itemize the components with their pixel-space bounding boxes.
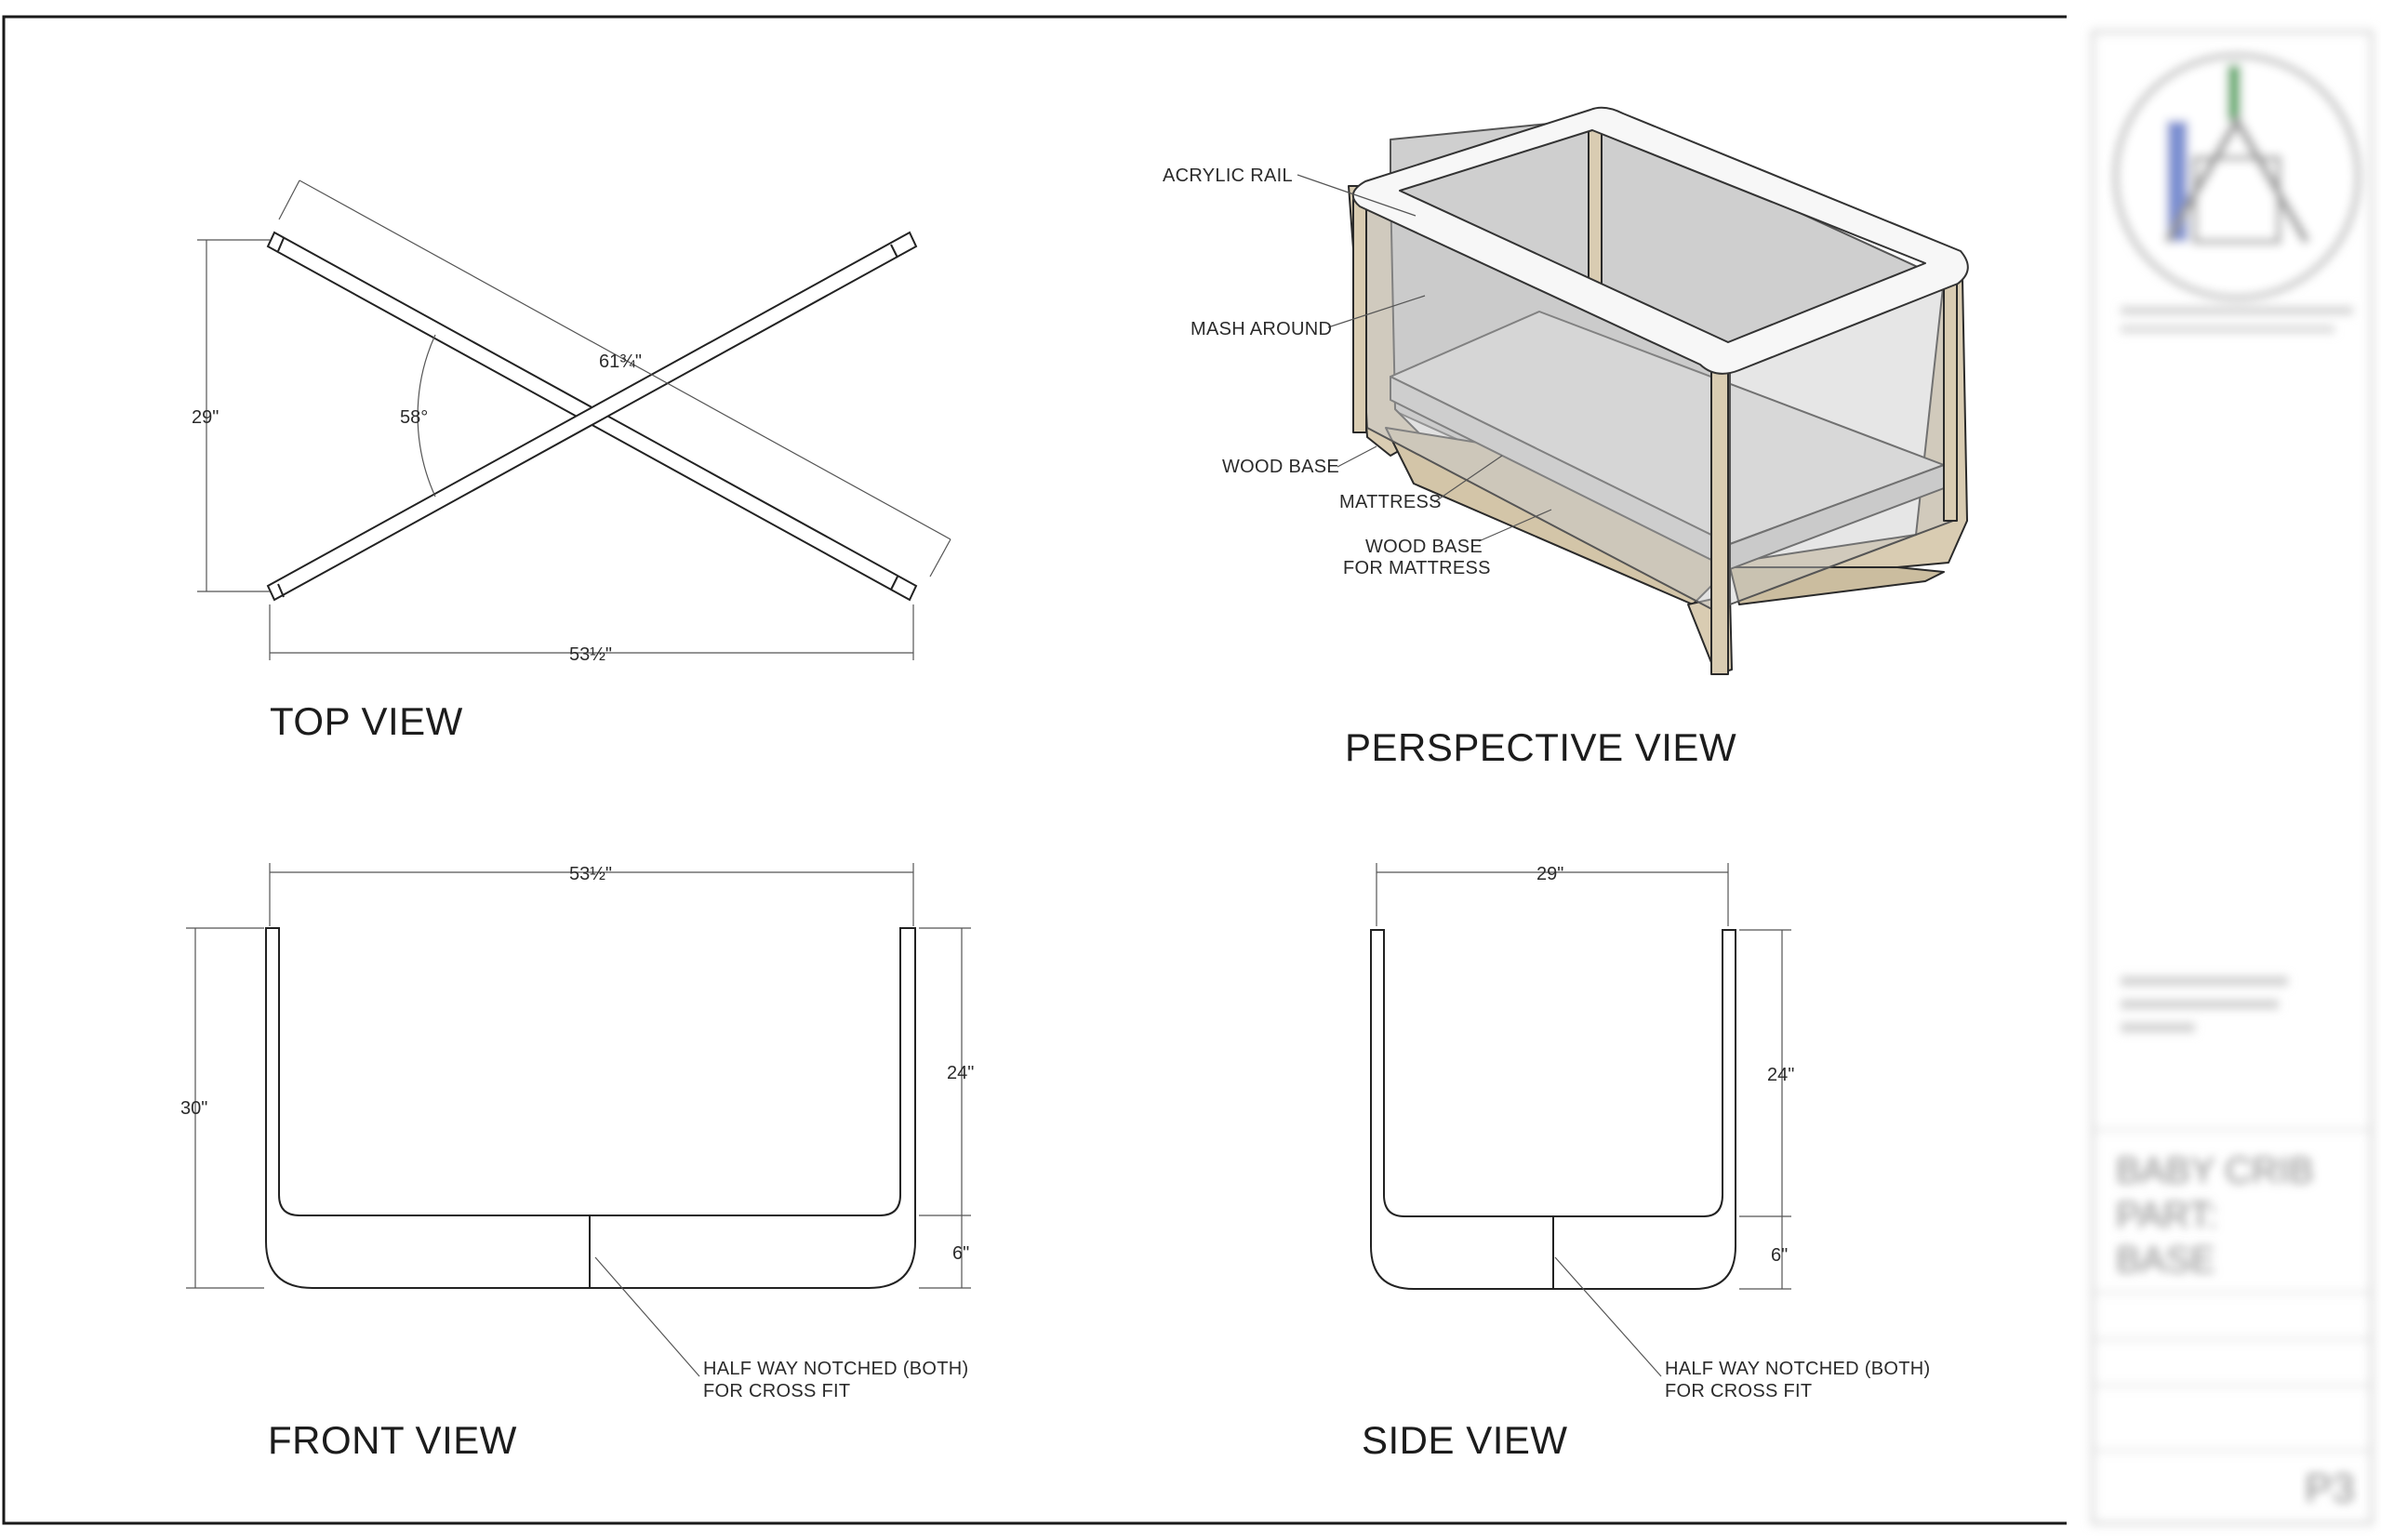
top-view-dim-height: 29" [192,407,219,428]
acrylic-rail [1351,106,1969,375]
side-view [1370,863,1791,1377]
front-view-dim-height: 30" [180,1098,207,1119]
top-view-dim-diagonal: 61¾" [599,352,642,372]
front-view-note-1: HALF WAY NOTCHED (BOTH) [703,1359,968,1379]
side-view-dim-lower: 6" [1771,1245,1788,1266]
top-view-dim-width: 53½" [569,644,612,665]
side-view-title: SIDE VIEW [1362,1418,1568,1462]
callout-mash-around: MASH AROUND [1190,319,1332,339]
front-view-dim-lower: 6" [952,1243,969,1264]
studio-logo-icon [2113,53,2361,300]
title-block-sheet-number: P3 [2305,1466,2355,1511]
top-view [197,179,951,660]
title-block-project-1: BABY CRIB [2116,1150,2314,1191]
callout-wood-base: WOOD BASE [1222,457,1339,477]
post-front-right [1710,366,1729,675]
top-view-board-2 [266,231,918,602]
post-back-left [1588,129,1603,299]
front-view-dim-upper: 24" [947,1063,974,1083]
front-view-dim-width: 53½" [569,864,612,884]
post-front-left [1352,199,1367,433]
callout-mattress: MATTRESS [1339,492,1442,512]
title-block: BABY CRIB PART: BASE P3 [2067,0,2381,1540]
top-view-title: TOP VIEW [270,699,463,743]
top-view-dimensions [197,179,951,660]
title-block-frame [2091,30,2374,1525]
front-view-note-2: FOR CROSS FIT [703,1381,850,1401]
title-block-project-2: PART: [2116,1195,2218,1236]
side-view-note-2: FOR CROSS FIT [1665,1381,1812,1401]
top-view-dim-angle: 58° [400,407,428,428]
side-view-dim-upper: 24" [1767,1065,1794,1085]
front-view [186,863,971,1377]
front-view-dimensions [186,863,971,1377]
callout-acrylic-rail: ACRYLIC RAIL [1163,166,1293,186]
side-view-dim-width: 29" [1536,864,1563,884]
wood-base-front-rocker [1729,566,1945,605]
callout-wood-base-mattress-2: FOR MATTRESS [1343,558,1491,578]
post-back-right [1943,278,1958,522]
title-block-project-3: BASE [2116,1240,2215,1281]
callout-wood-base-mattress-1: WOOD BASE [1365,537,1483,557]
perspective-view-title: PERSPECTIVE VIEW [1345,725,1736,769]
side-view-note-1: HALF WAY NOTCHED (BOTH) [1665,1359,1930,1379]
side-view-dimensions [1376,863,1791,1377]
sheet-border [2,15,2381,1525]
front-view-title: FRONT VIEW [268,1418,517,1462]
perspective-view [1297,106,1969,675]
perspective-leaders [1297,174,1552,542]
